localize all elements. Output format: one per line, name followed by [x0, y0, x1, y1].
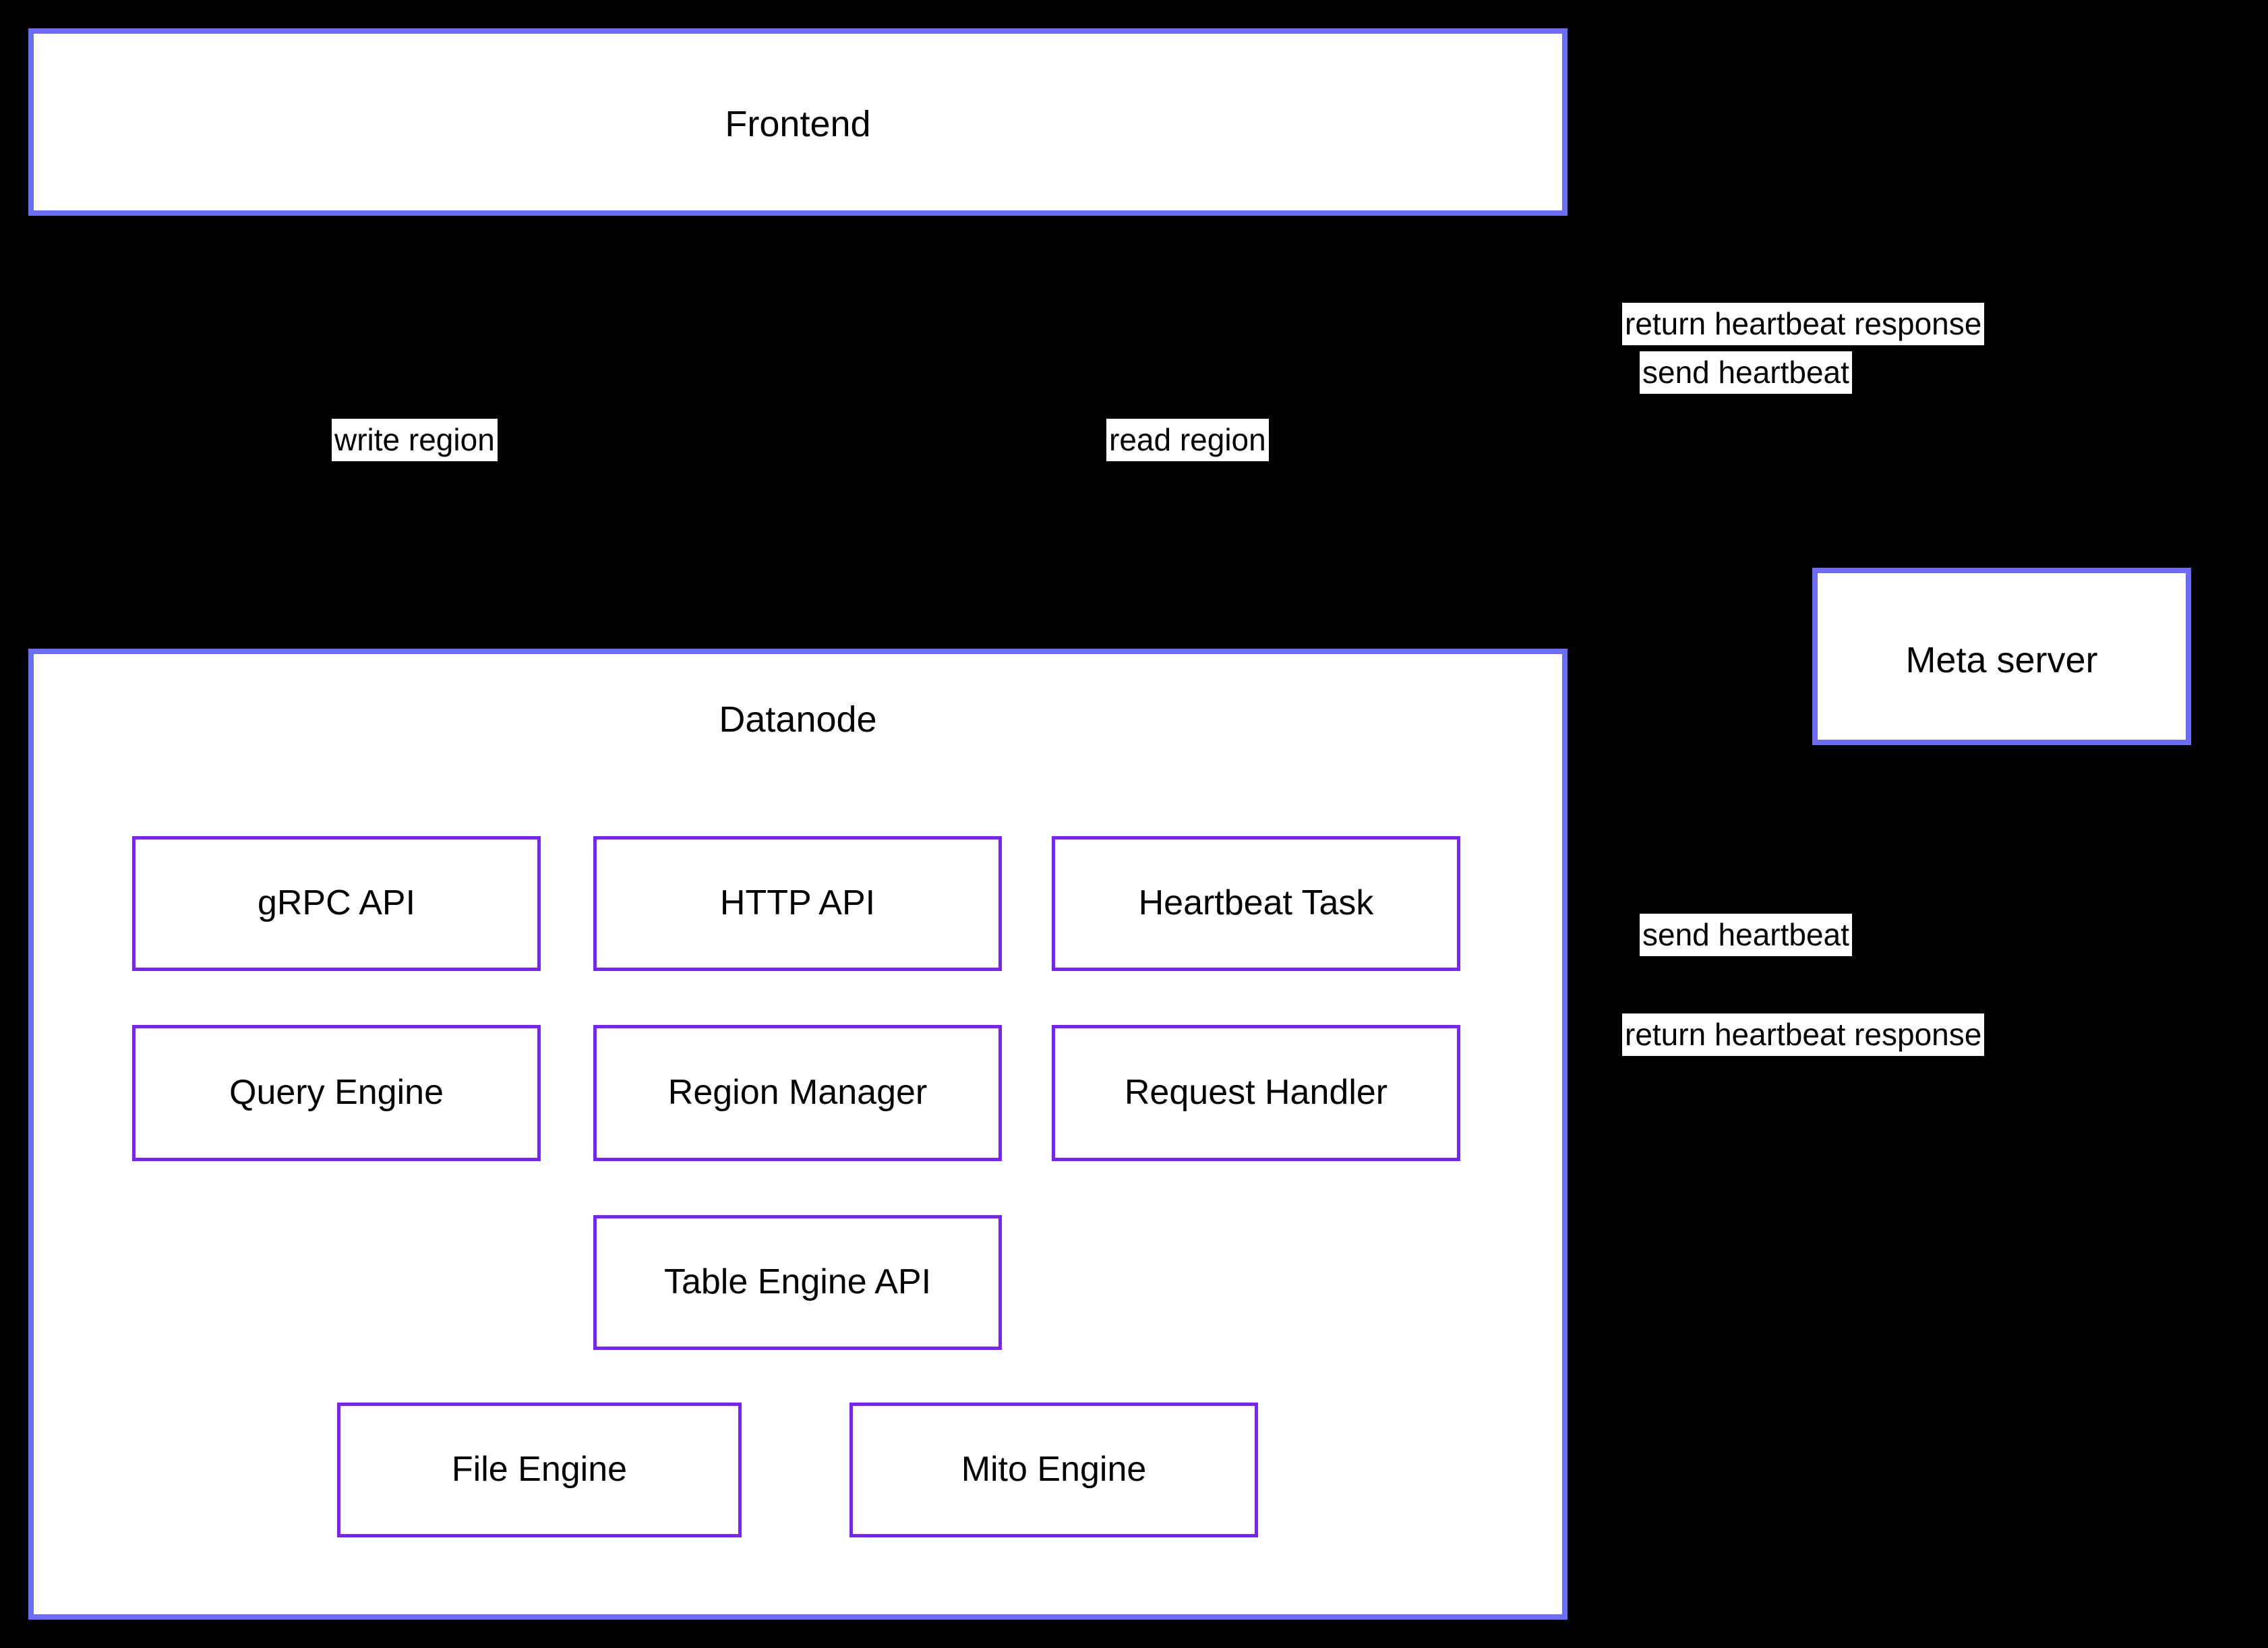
component-region-manager-label: Region Manager: [667, 1073, 928, 1113]
component-file-engine-label: File Engine: [451, 1450, 628, 1490]
component-grpc-api[interactable]: gRPC API: [132, 836, 541, 971]
edge-label-send-heartbeat-bottom: send heartbeat: [1640, 914, 1852, 956]
component-region-manager[interactable]: Region Manager: [593, 1025, 1002, 1161]
component-table-engine-api[interactable]: Table Engine API: [593, 1215, 1002, 1350]
datanode-title: Datanode: [719, 699, 877, 740]
meta-server-container[interactable]: Meta server: [1812, 568, 2191, 745]
component-heartbeat-task-label: Heartbeat Task: [1138, 883, 1374, 923]
edge-label-return-heartbeat-response-top: return heartbeat response: [1622, 303, 1985, 345]
meta-server-title: Meta server: [1905, 640, 2098, 680]
edge-label-read-region: read region: [1106, 419, 1269, 461]
edge-label-write-region: write region: [332, 419, 498, 461]
component-query-engine-label: Query Engine: [229, 1073, 444, 1113]
edge-label-return-heartbeat-response-bottom: return heartbeat response: [1622, 1013, 1985, 1056]
edge-datanode-send-heartbeat: [1565, 736, 1932, 1249]
component-file-engine[interactable]: File Engine: [337, 1403, 742, 1537]
frontend-container[interactable]: Frontend: [28, 28, 1568, 216]
component-request-handler-label: Request Handler: [1124, 1073, 1388, 1113]
component-request-handler[interactable]: Request Handler: [1052, 1025, 1460, 1161]
component-mito-engine[interactable]: Mito Engine: [849, 1403, 1258, 1537]
frontend-title: Frontend: [725, 104, 871, 144]
edge-label-send-heartbeat-top: send heartbeat: [1640, 351, 1852, 394]
component-http-api[interactable]: HTTP API: [593, 836, 1002, 971]
component-mito-engine-label: Mito Engine: [961, 1450, 1147, 1490]
component-query-engine[interactable]: Query Engine: [132, 1025, 541, 1161]
component-table-engine-api-label: Table Engine API: [663, 1262, 932, 1302]
component-grpc-api-label: gRPC API: [257, 883, 416, 923]
component-heartbeat-task[interactable]: Heartbeat Task: [1052, 836, 1460, 971]
component-http-api-label: HTTP API: [719, 883, 876, 923]
